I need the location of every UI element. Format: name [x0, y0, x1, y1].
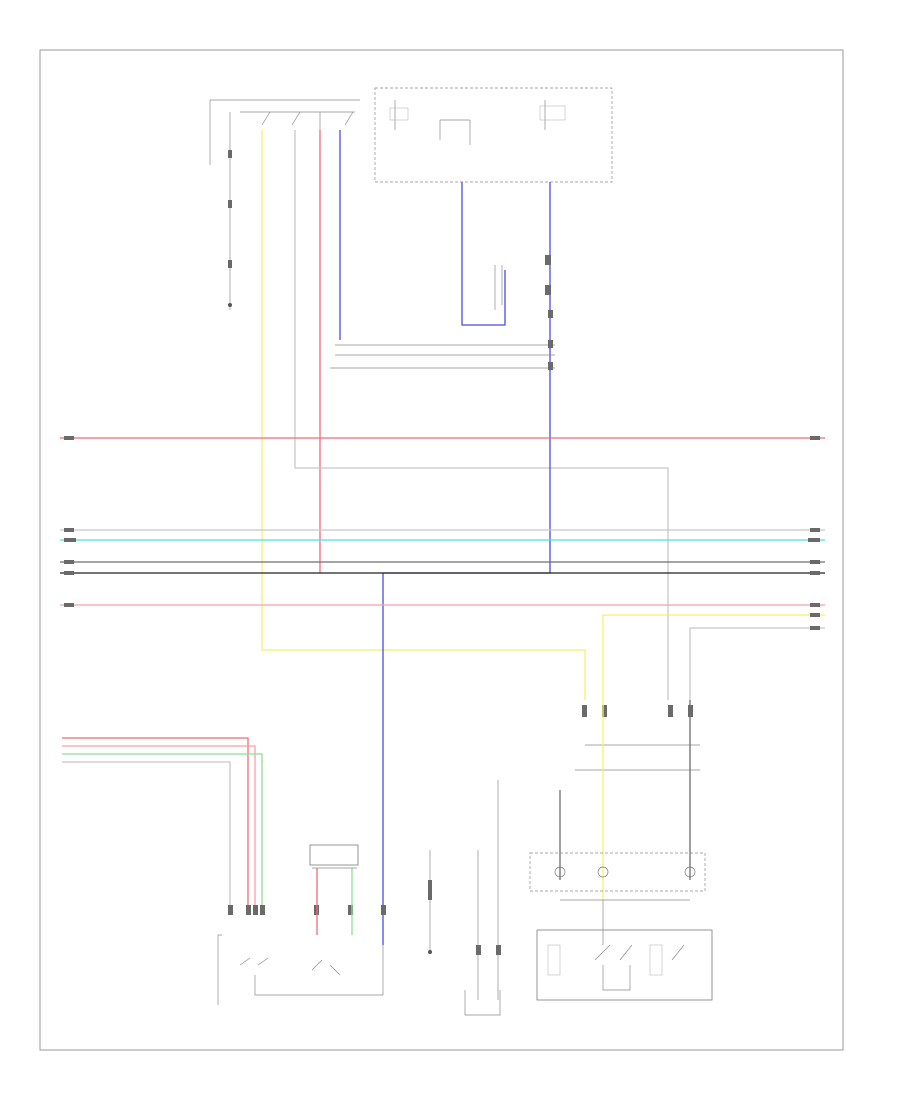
spiral-cable-box	[529, 852, 706, 901]
wire-yellow-right	[602, 614, 825, 700]
ground-lead-left	[228, 130, 232, 310]
small-relay-element	[494, 255, 553, 318]
diagram-frame	[39, 49, 844, 1051]
wire-left-red	[62, 737, 249, 910]
wire-yellow	[261, 130, 586, 700]
top-switch-assembly	[209, 99, 360, 165]
spiral-cable-connector-row	[575, 705, 700, 771]
wire-gray-right	[689, 627, 825, 700]
control-unit-box	[374, 87, 613, 183]
wire-gray-vertical	[294, 130, 669, 700]
bus-end-markers	[64, 436, 820, 630]
ground-lead-2	[428, 850, 432, 954]
sw-box	[309, 844, 359, 866]
steering-pad-switch-assembly	[536, 900, 713, 1001]
wire-blue-main	[382, 182, 551, 945]
junction-connector-1	[330, 340, 555, 370]
wire-left-green	[62, 753, 263, 910]
wire-left-pink	[62, 745, 256, 910]
wire-blue-unit	[461, 182, 506, 326]
lower-left-module	[217, 905, 386, 1005]
wire-left-gray	[62, 761, 231, 910]
lower-middle-connector	[464, 780, 501, 1016]
